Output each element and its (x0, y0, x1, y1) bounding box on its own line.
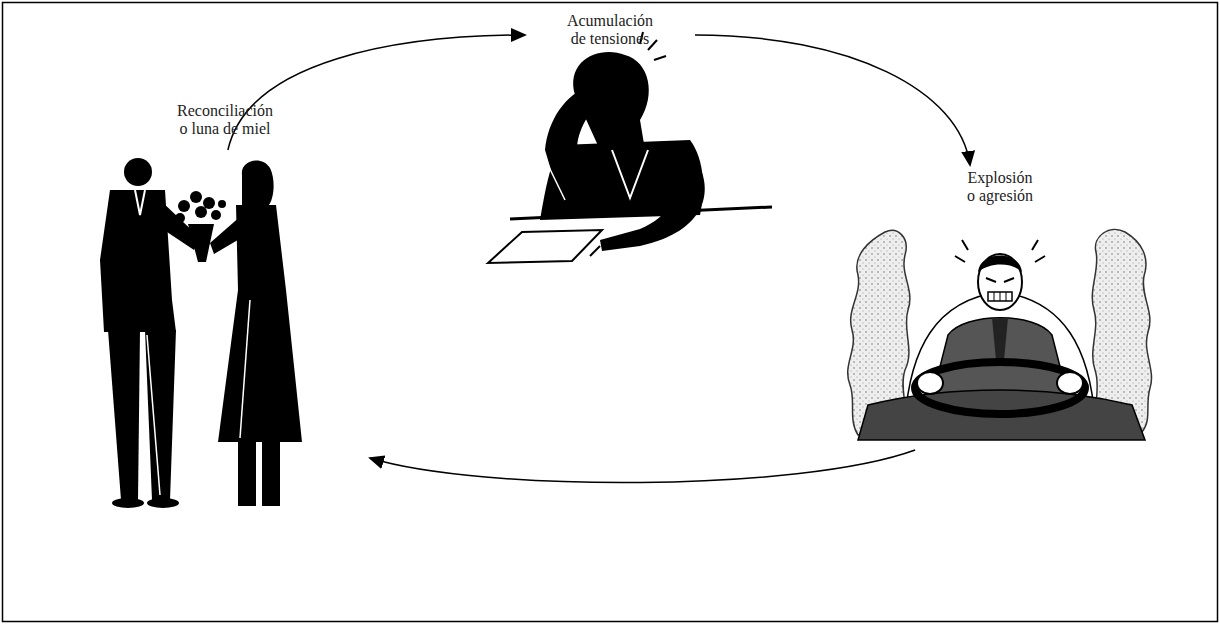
cycle-arrow (228, 35, 525, 150)
cycle-stage: Acumulación de tensiones (525, 8, 695, 308)
tooth-line (994, 292, 995, 301)
pen (590, 246, 600, 256)
lapel-line (612, 150, 648, 198)
hand-on-forehead (585, 80, 611, 96)
driver-shirt (932, 318, 1068, 398)
flower (175, 213, 185, 223)
angry-brow (1004, 278, 1014, 282)
cycle-arrow (695, 35, 970, 165)
cycle-arrow (370, 450, 915, 483)
man-leg (145, 330, 176, 500)
stage-caption: Acumulación de tensiones (560, 12, 660, 48)
raised-arm (545, 85, 605, 200)
flower (218, 200, 226, 208)
frame-border (3, 3, 1218, 622)
driver-tie (992, 318, 1008, 360)
flower (178, 200, 190, 212)
cycle-stage: Explosión o agresión (850, 165, 1150, 450)
woman-boot (238, 440, 256, 506)
driver-hand (917, 372, 943, 394)
couple-figure (100, 158, 302, 508)
man-shoe (147, 498, 179, 508)
man-shoe (112, 498, 144, 508)
desk-edge (510, 207, 772, 219)
dress-fold (240, 300, 250, 438)
stress-mark (648, 40, 657, 50)
flower (195, 206, 207, 218)
man-leg (108, 330, 140, 500)
cycle-stage: Reconciliación o luna de miel (80, 150, 370, 515)
steering-wheel (915, 362, 1085, 414)
stage-caption: Reconciliación o luna de miel (173, 102, 277, 138)
paper-sheet (488, 230, 602, 263)
driver-hand (1057, 372, 1083, 394)
angry-driver-figure (848, 229, 1152, 440)
shirt-collar (135, 190, 145, 215)
tooth-line (1006, 292, 1007, 301)
flower (190, 191, 202, 203)
clenched-teeth (988, 292, 1012, 301)
flower (211, 210, 221, 220)
anger-mark (955, 240, 1045, 262)
flower (203, 197, 215, 209)
woman-head (242, 161, 274, 206)
tooth-line (1000, 292, 1001, 301)
stress-mark (654, 56, 666, 60)
sleeve-line (548, 165, 565, 200)
driver-hair (978, 256, 1022, 273)
driver-head (978, 254, 1022, 310)
writing-arm (600, 150, 705, 251)
woman-boot (262, 440, 280, 506)
stressed-woman-figure (488, 32, 772, 263)
angry-brow (986, 278, 996, 282)
stage-caption: Explosión o agresión (963, 169, 1038, 205)
trouser-line (147, 335, 160, 495)
woman-arm (210, 215, 248, 254)
bouquet-wrap (188, 224, 214, 262)
man-head (124, 158, 152, 186)
